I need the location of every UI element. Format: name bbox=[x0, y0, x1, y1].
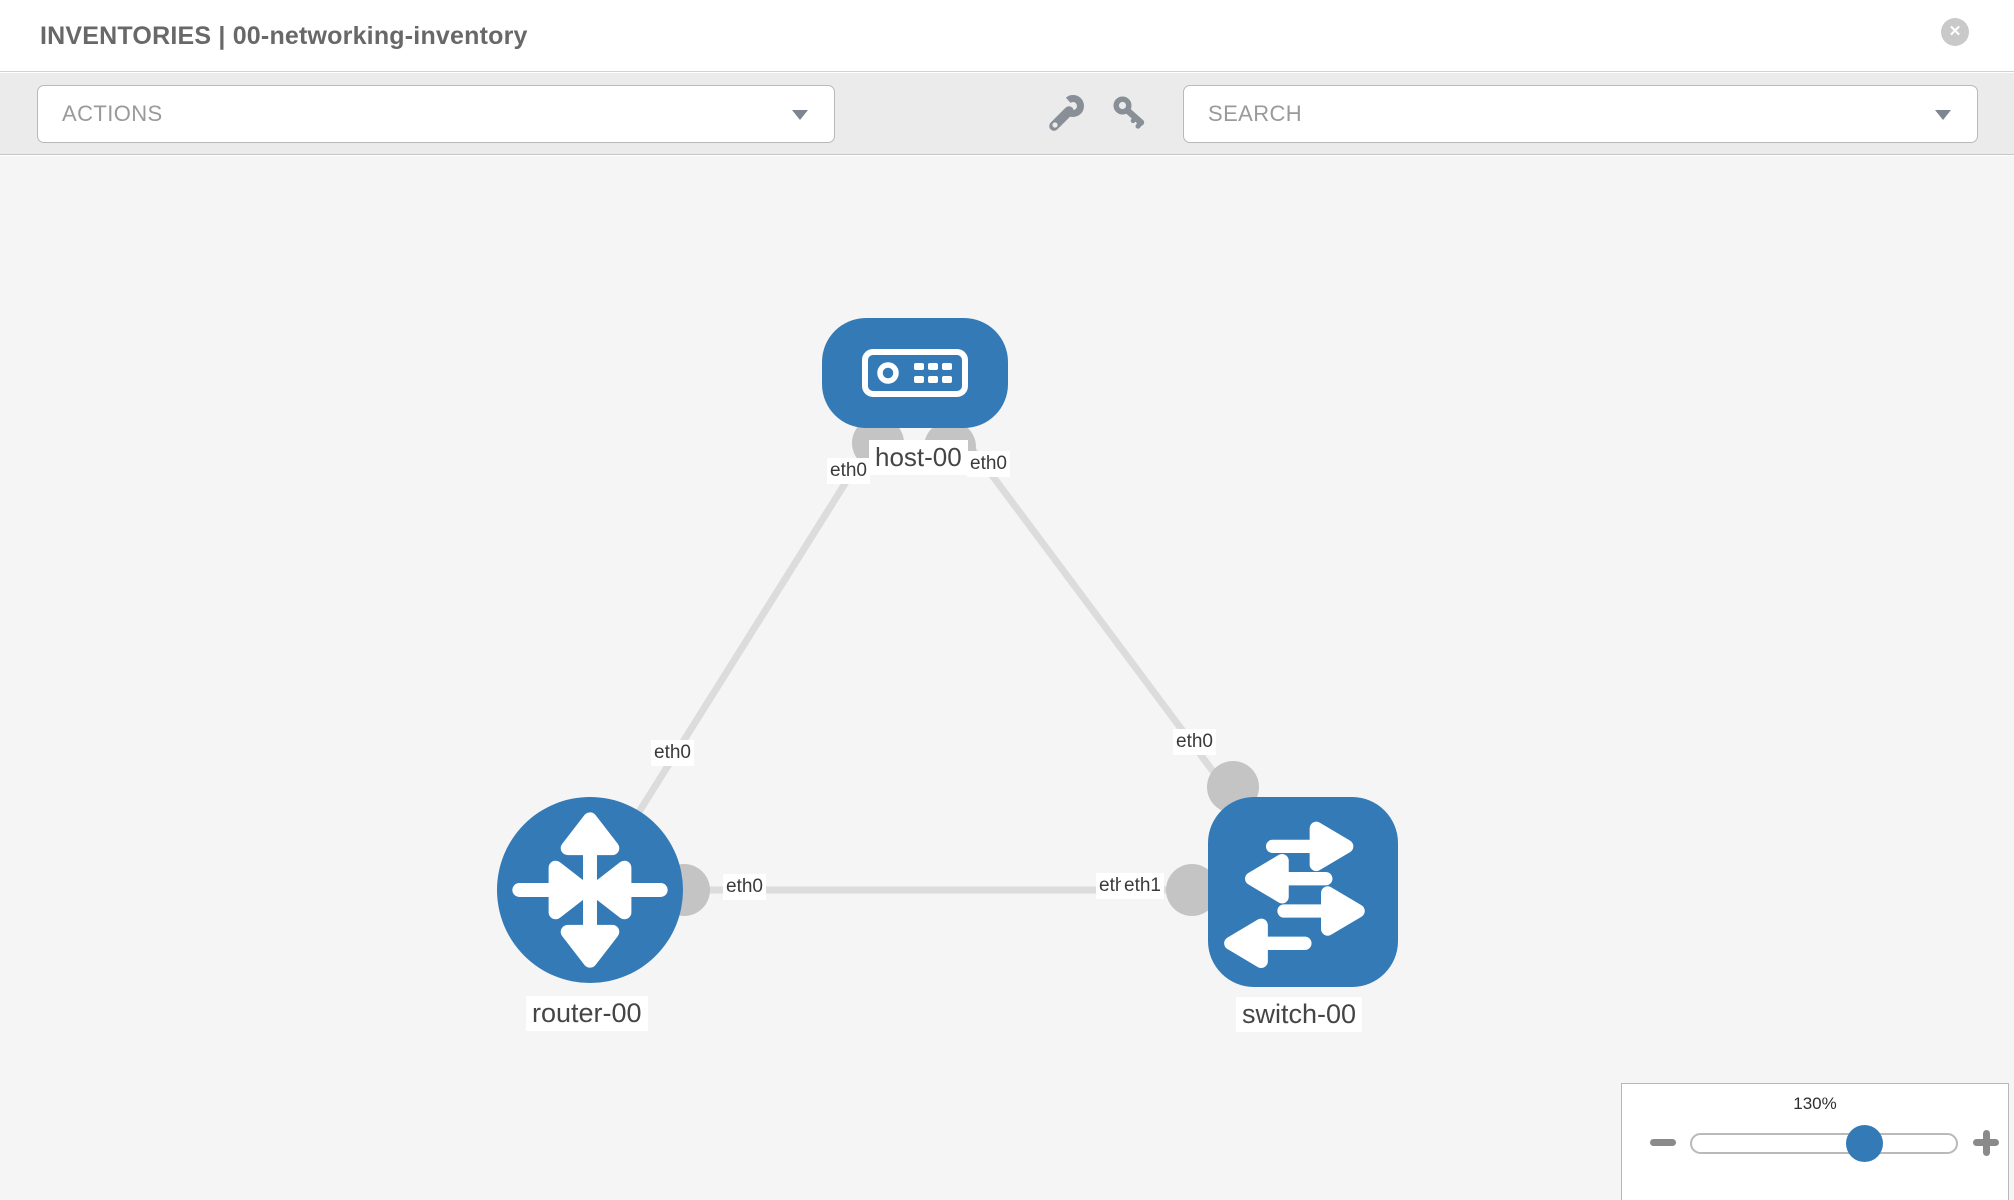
plus-icon-bar bbox=[1982, 1129, 1990, 1156]
node-host-00[interactable] bbox=[822, 318, 1008, 428]
router-icon bbox=[512, 812, 668, 968]
zoom-in-plus-icon[interactable] bbox=[1967, 1124, 2007, 1162]
interface-label-eth1: eth1 bbox=[1121, 873, 1164, 899]
node-switch-00[interactable] bbox=[1208, 797, 1398, 987]
node-label-host-00: host-00 bbox=[869, 440, 968, 475]
actions-dropdown[interactable]: ACTIONS bbox=[37, 85, 835, 143]
network-links-layer bbox=[587, 369, 1306, 916]
zoom-level-text: 130% bbox=[1793, 1094, 1837, 1113]
interface-label-eth0: eth0 bbox=[723, 874, 766, 900]
node-router-00[interactable] bbox=[497, 797, 683, 983]
close-icon[interactable]: ✕ bbox=[1941, 18, 1969, 46]
search-dropdown[interactable]: SEARCH bbox=[1183, 85, 1978, 143]
node-label-switch-00: switch-00 bbox=[1236, 997, 1363, 1032]
toolbar: ACTIONS SEARCH bbox=[0, 73, 2014, 155]
switch-icon bbox=[1224, 821, 1365, 968]
key-icon[interactable] bbox=[1108, 92, 1152, 136]
header-bar: INVENTORIES | 00-networking-inventory ✕ bbox=[0, 0, 2014, 72]
interface-label-eth0: eth0 bbox=[827, 458, 870, 484]
link-endpoints bbox=[658, 417, 1259, 916]
chevron-down-icon bbox=[1935, 110, 1951, 120]
interface-label-eth0: eth0 bbox=[1173, 729, 1216, 755]
node-label-router-00: router-00 bbox=[526, 996, 648, 1031]
zoom-out-minus-icon[interactable] bbox=[1650, 1139, 1676, 1146]
topology-canvas[interactable]: host-00 router-00 switch-00 eth0 eth0 et… bbox=[0, 156, 2014, 1200]
interface-label-eth0: eth0 bbox=[967, 451, 1010, 477]
zoom-slider-track[interactable] bbox=[1690, 1133, 1958, 1154]
zoom-slider-knob[interactable] bbox=[1846, 1125, 1883, 1162]
wrench-icon[interactable] bbox=[1044, 92, 1088, 136]
search-dropdown-label: SEARCH bbox=[1208, 101, 1303, 126]
server-icon bbox=[862, 349, 968, 397]
interface-label-eth0: eth0 bbox=[651, 740, 694, 766]
page-title: INVENTORIES | 00-networking-inventory bbox=[40, 22, 528, 50]
actions-dropdown-label: ACTIONS bbox=[62, 101, 163, 126]
chevron-down-icon bbox=[792, 110, 808, 120]
zoom-control-panel: 130% bbox=[1621, 1083, 2009, 1200]
